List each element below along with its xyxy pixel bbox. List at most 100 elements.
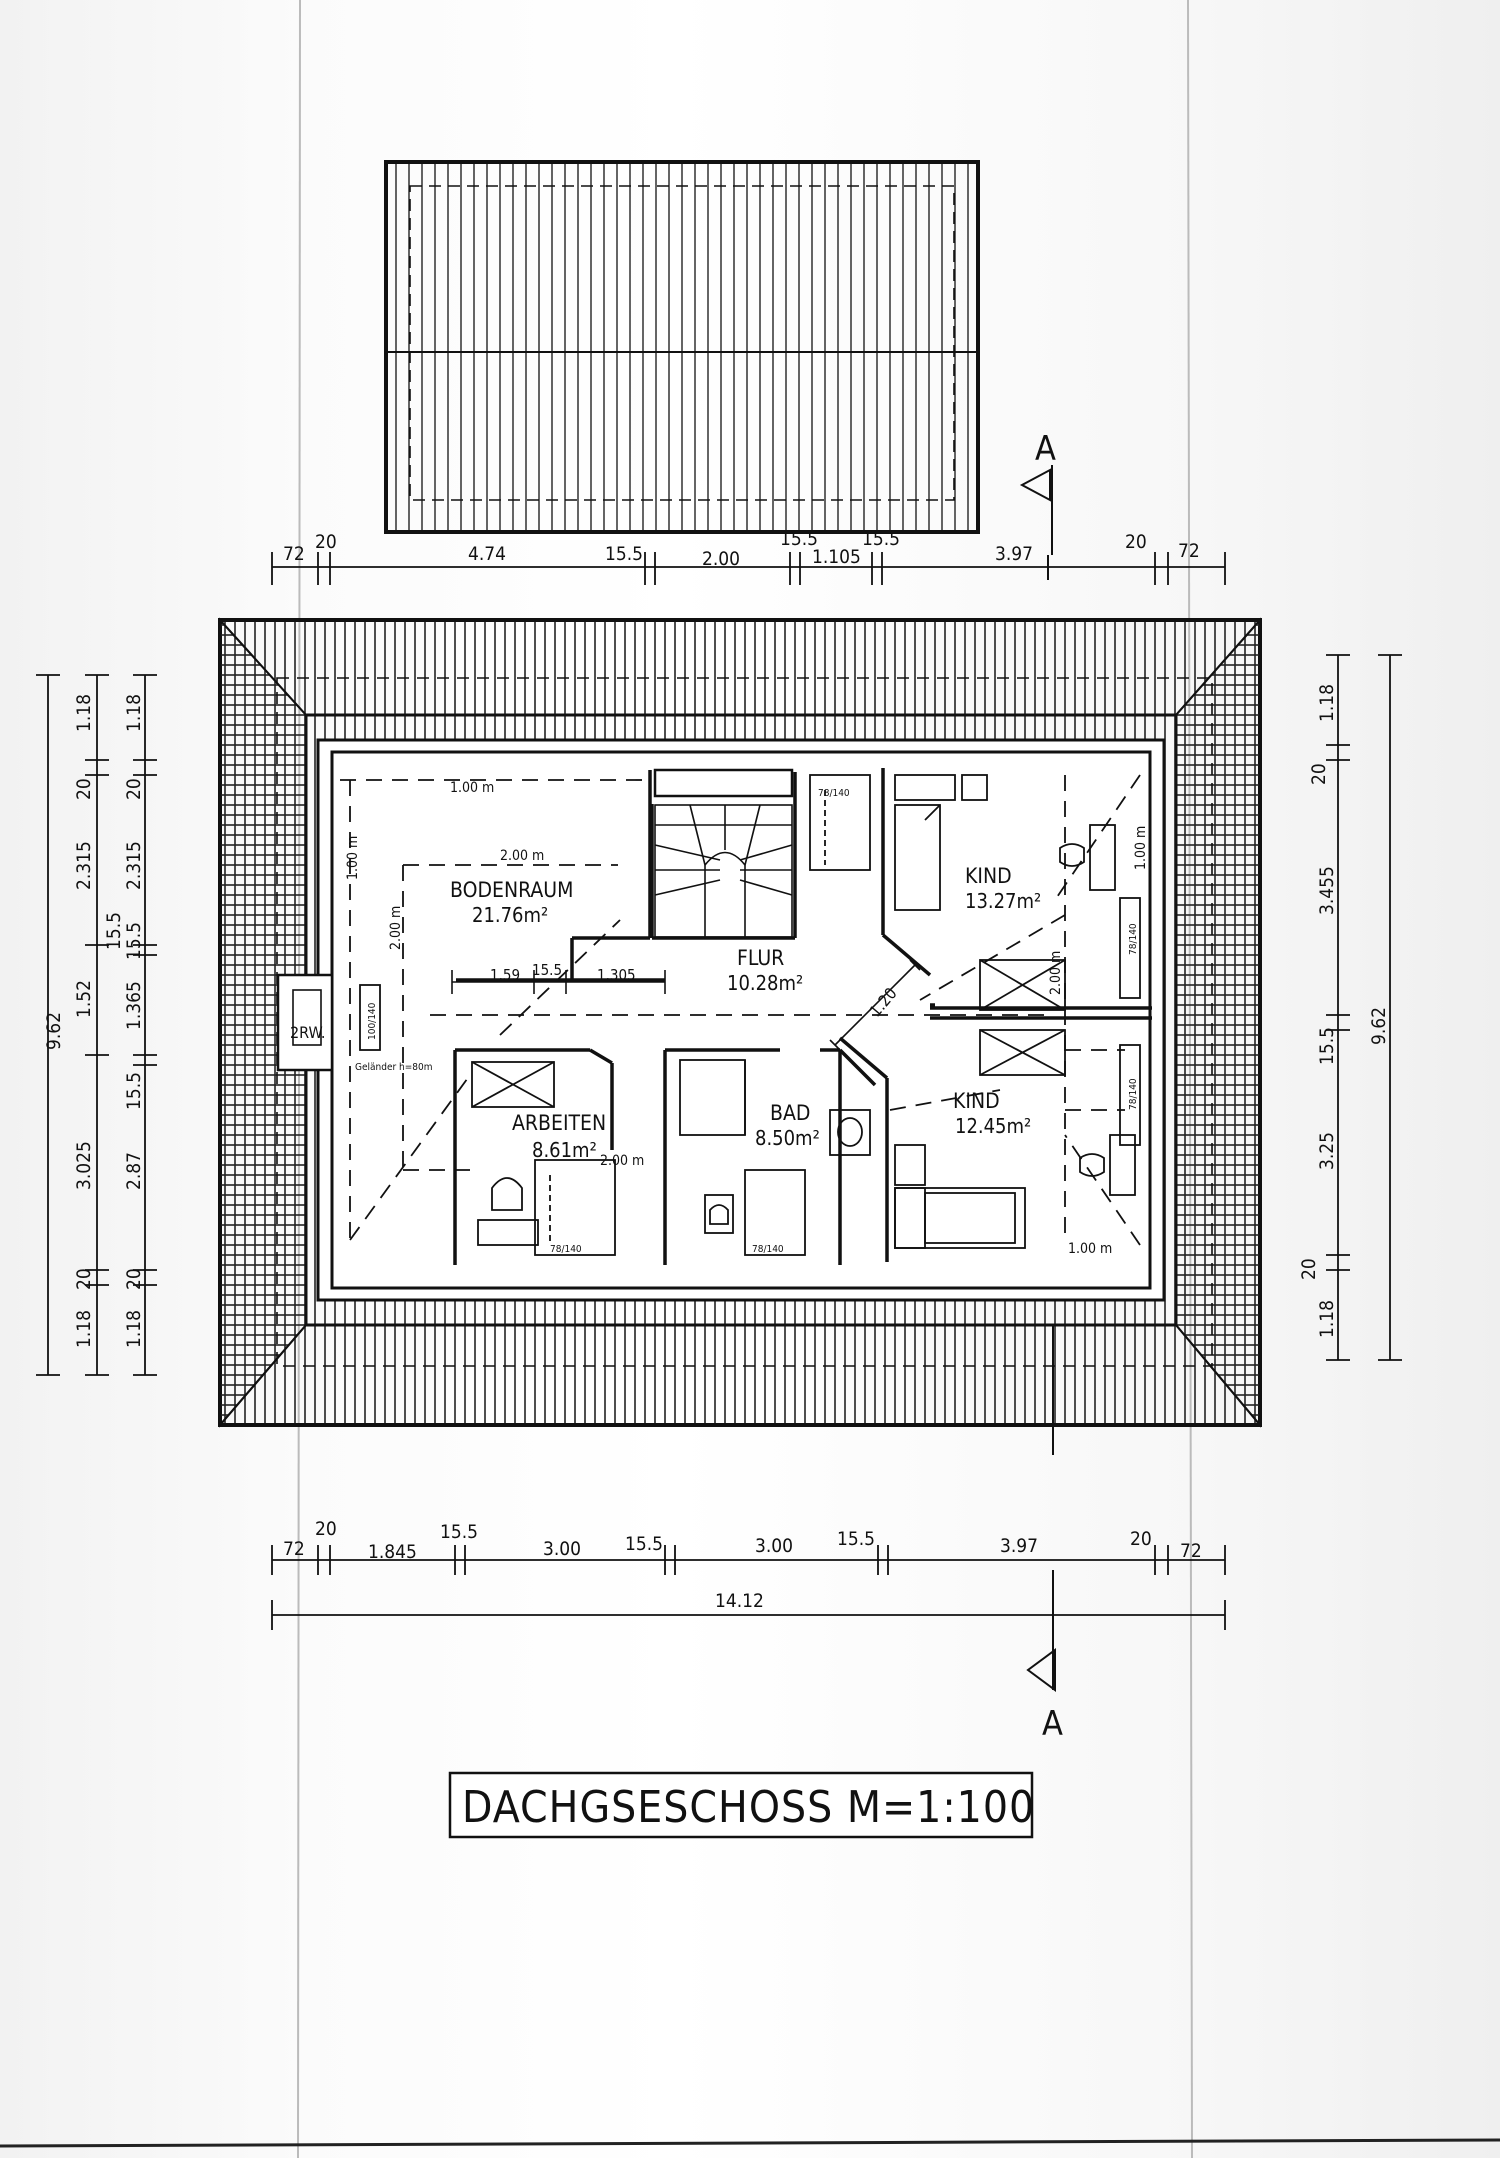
room-area-flur: 10.28m² [727,971,803,995]
height-lines [340,774,1141,1246]
dim-right-inner-1: 20 [1308,763,1330,785]
height-label-2m-kind: 2.00 m [1048,951,1064,995]
interior-dim-1: 15.5 [532,961,562,979]
roof-plan [384,160,980,534]
height-label-1m-bodenraum: 1.00 m [450,780,494,796]
dim-top-3: 15.5 [605,543,643,565]
dim-top-0: 72 [283,543,305,565]
svg-text:A: A [1035,429,1056,469]
svg-text:A: A [1042,1704,1063,1744]
room-area-arbeiten: 8.61m² [532,1138,597,1162]
dim-bottom-9: 20 [1130,1528,1152,1550]
height-label-2m-arbeiten: 2.00 m [600,1153,644,1169]
dim-bottom-6: 3.00 [755,1535,793,1557]
dim-chain-bottom [271,1545,1226,1630]
dim-bottom-3: 15.5 [440,1521,478,1543]
dim-left-total: 9.62 [43,1012,65,1050]
railing-label: Geländer h=80m [355,1062,432,1073]
room-name-kind-bottom: KIND [953,1089,1000,1113]
dim-left-inner-5: 15.5 [123,1072,145,1110]
dim-right-inner-3: 15.5 [1316,1027,1338,1065]
window-label-arbeiten: 78/140 [550,1244,582,1255]
dim-bottom-1: 20 [315,1518,337,1540]
dim-bottom-5: 15.5 [625,1533,663,1555]
height-label-1m-kind-bottom: 1.00 m [1068,1241,1112,1257]
dim-bottom-0: 72 [283,1538,305,1560]
interior-dims [451,970,666,994]
dim-left-outer-7: 1.18 [73,1310,95,1348]
staircase [653,768,794,938]
dim-right-inner-2: 3.455 [1316,866,1338,915]
furniture [471,774,1136,1249]
dim-bottom-8: 3.97 [1000,1535,1038,1557]
dim-left-inner-0: 1.18 [123,694,145,732]
dim-left-inner-3: 15.5 [123,922,145,960]
dim-right-inner-0: 1.18 [1316,684,1338,722]
room-area-bodenraum: 21.76m² [472,903,548,927]
dim-left-inner-7: 20 [123,1268,145,1290]
dim-chain-top [271,552,1226,585]
height-label-2m-bodenraum: 2.00 m [500,848,544,864]
dim-top-10: 72 [1178,540,1200,562]
dim-bottom-total: 14.12 [715,1590,764,1612]
chimney [276,973,334,1072]
dim-chain-right [1326,654,1402,1361]
window-label-kind-bottom: 78/140 [1128,1078,1139,1110]
interior-dim-2: 1.305 [597,966,636,984]
section-marker-top: A [1019,429,1056,580]
interior-dim-0: 1.59 [490,966,520,984]
dim-right-inner-4: 3.25 [1316,1132,1338,1170]
room-name-bodenraum: BODENRAUM [450,878,573,902]
height-label-1m-kind: 1.00 m [1133,826,1149,870]
window-label-stair: 78/140 [818,788,850,799]
window-label-chimney: 100/140 [367,1002,378,1040]
stair-width-dim [829,959,921,1051]
room-area-bad: 8.50m² [755,1126,820,1150]
dim-left-inner-2: 2.315 [123,841,145,890]
height-label-1m-left: 1.00 m [345,836,361,880]
window-label-kind-top: 78/140 [1128,923,1139,955]
dim-bottom-10: 72 [1180,1540,1202,1562]
dim-left-outer-0: 1.18 [73,694,95,732]
dim-right-total: 9.62 [1368,1007,1390,1045]
room-area-kind-top: 13.27m² [965,889,1041,913]
dim-left-outer-3: 1.52 [73,980,95,1018]
dim-left-outer-4: 15.5 [103,912,125,950]
dim-top-5: 15.5 [780,528,818,550]
room-area-kind-bottom: 12.45m² [955,1114,1031,1138]
height-label-2m-left: 2.00 m [388,906,404,950]
dim-chain-left [36,674,157,1376]
plan-title: DACHGSESCHOSS M=1:100 [462,1782,1035,1833]
exterior-walls [304,713,1178,1327]
dim-left-inner-6: 2.87 [123,1152,145,1190]
dim-top-2: 4.74 [468,543,506,565]
dim-top-8: 3.97 [995,543,1033,565]
dim-left-inner-4: 1.365 [123,981,145,1030]
interior-walls [453,768,1152,1265]
dim-left-inner-8: 1.18 [123,1310,145,1348]
dim-top-7: 15.5 [862,528,900,550]
dim-bottom-2: 1.845 [368,1541,417,1563]
dim-top-9: 20 [1125,531,1147,553]
dim-top-1: 20 [315,531,337,553]
dim-left-outer-1: 20 [73,778,95,800]
room-name-kind-top: KIND [965,864,1012,888]
dim-right-inner-5: 20 [1298,1258,1320,1280]
room-name-flur: FLUR [737,946,784,970]
title-block: DACHGSESCHOSS M=1:100 [448,1771,1035,1839]
dim-bottom-7: 15.5 [837,1528,875,1550]
dim-left-outer-6: 20 [73,1268,95,1290]
dim-top-4: 2.00 [702,548,740,570]
dim-left-outer-2: 2.315 [73,841,95,890]
room-name-arbeiten: ARBEITEN [512,1111,606,1135]
window-label-bad: 78/140 [752,1244,784,1255]
dim-bottom-4: 3.00 [543,1538,581,1560]
skylight-windows [359,774,1141,1256]
chimney-label: 2RW. [290,1023,325,1042]
room-name-bad: BAD [770,1101,810,1125]
dim-right-inner-6: 1.18 [1316,1300,1338,1338]
dim-left-outer-5: 3.025 [73,1141,95,1190]
dim-left-inner-1: 20 [123,778,145,800]
